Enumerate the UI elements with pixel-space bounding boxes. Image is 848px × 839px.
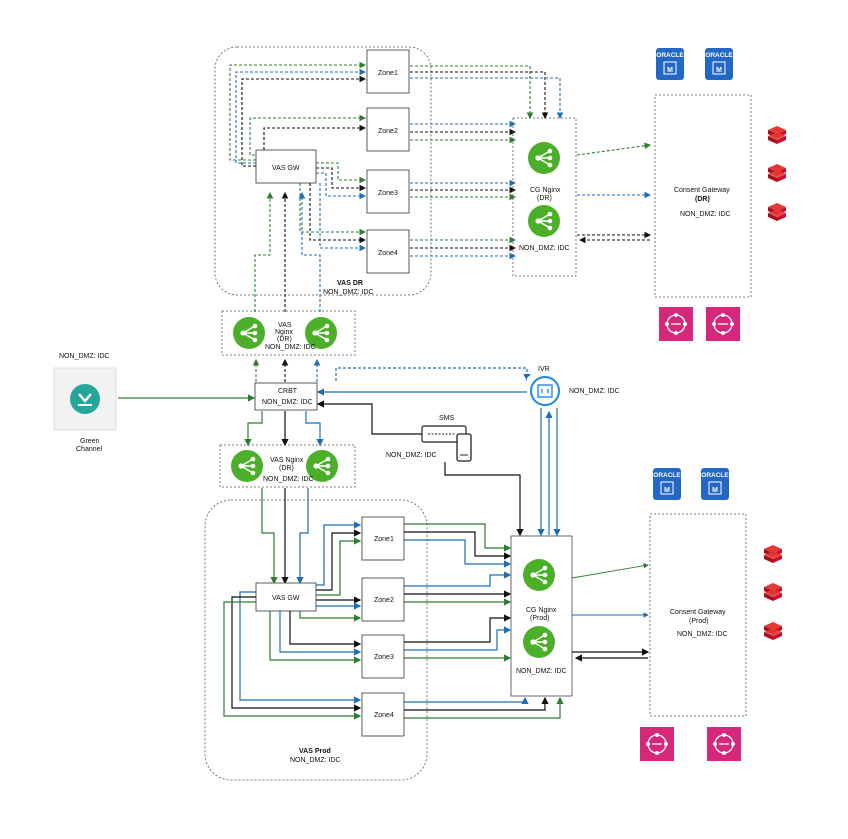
dr-cg-nginx-sub: NON_DMZ: IDC [519, 245, 570, 252]
prod-cg-nginx-label-1: CG Nginx [526, 607, 557, 614]
ivr-label: IVR [538, 366, 550, 373]
prod-zone3-label: Zone3 [374, 654, 394, 661]
prod-cg-nginx-icon-1 [522, 558, 556, 592]
prod-consent-label-2: (Prod) [689, 618, 708, 625]
prod-pink-icon-1 [639, 726, 675, 762]
vas-nginx-dr-label-3: (DR) [277, 336, 292, 343]
dr-connectors [229, 61, 652, 382]
vas-nginx-prod-sub: NON_DMZ: IDC [263, 476, 314, 483]
dr-zone3-box [366, 169, 410, 214]
vas-nginx-dr-icon-1 [232, 316, 266, 350]
vas-dr-region [214, 46, 432, 296]
prod-cg-nginx-label-2: (Prod) [530, 615, 549, 622]
dr-redis-icon-3 [768, 203, 786, 221]
green-channel-top-label: NON_DMZ: IDC [59, 353, 110, 360]
vas-prod-region [204, 499, 428, 781]
vas-dr-region-sub: NON_DMZ: IDC [323, 289, 374, 296]
dr-consent-label-1: Consent Gateway [674, 187, 730, 194]
ivr-icon [527, 376, 563, 406]
dr-consent-label-2: (DR) [695, 196, 710, 203]
prod-zone3-box [361, 634, 405, 679]
sms-icon [421, 425, 472, 462]
ivr-sub: NON_DMZ: IDC [569, 388, 620, 395]
vas-nginx-prod-label-2: (DR) [279, 465, 294, 472]
dr-pink-icon-2 [705, 306, 741, 342]
dr-oracle-icon-2 [704, 47, 734, 81]
dr-consent-gateway-box [654, 94, 752, 298]
dr-redis-icon-2 [768, 164, 786, 182]
dr-zone3-label: Zone3 [378, 190, 398, 197]
dr-zone2-box [366, 107, 410, 152]
prod-zone4-label: Zone4 [374, 712, 394, 719]
vas-dr-region-title: VAS DR [337, 280, 363, 287]
green-channel-icon [70, 384, 100, 414]
prod-pink-icon-2 [706, 726, 742, 762]
dr-cg-nginx-label-1: CG Nginx [530, 187, 561, 194]
vas-nginx-dr-sub: NON_DMZ: IDC [265, 344, 316, 351]
green-channel-label-1: Green [80, 438, 100, 445]
dr-zone1-label: Zone1 [378, 70, 398, 77]
dr-cg-nginx-icon-2 [527, 204, 561, 238]
prod-connectors [223, 488, 650, 720]
prod-consent-label-1: Consent Gateway [670, 609, 726, 616]
green-channel-label-2: Channel [76, 446, 103, 453]
prod-zone2-box [361, 577, 405, 622]
prod-oracle-icon-2 [700, 467, 730, 501]
sms-sub: NON_DMZ: IDC [386, 452, 437, 459]
center-connectors [118, 367, 561, 537]
prod-cg-nginx-sub: NON_DMZ: IDC [516, 668, 567, 675]
vas-nginx-dr-label-2: Nginx [275, 329, 293, 336]
dr-cg-nginx-label-2: (DR) [537, 195, 552, 202]
prod-redis-icon-3 [764, 622, 782, 640]
dr-redis-icon-1 [768, 126, 786, 144]
vas-nginx-prod-icon-1 [230, 449, 264, 483]
prod-zone1-box [361, 516, 405, 561]
vas-nginx-dr-box [221, 310, 356, 356]
prod-zone1-label: Zone1 [374, 536, 394, 543]
dr-zone2-label: Zone2 [378, 128, 398, 135]
prod-redis-icon-2 [764, 583, 782, 601]
prod-cg-nginx-icon-2 [522, 625, 556, 659]
prod-oracle-icon-1 [652, 467, 682, 501]
vas-nginx-prod-box [219, 444, 356, 488]
prod-zone2-label: Zone2 [374, 597, 394, 604]
vas-nginx-dr-label-1: VAS [278, 322, 292, 329]
dr-zone4-box [366, 229, 410, 274]
dr-zone4-label: Zone4 [378, 250, 398, 257]
prod-consent-gateway-box [649, 513, 747, 717]
vas-nginx-prod-label-1: VAS Nginx [270, 457, 304, 464]
prod-zone4-box [361, 692, 405, 737]
vas-prod-region-title: VAS Prod [299, 748, 331, 755]
dr-consent-sub: NON_DMZ: IDC [680, 211, 731, 218]
dr-zone1-box [366, 49, 410, 94]
vas-prod-region-sub: NON_DMZ: IDC [290, 757, 341, 764]
crbt-box [254, 382, 318, 411]
dr-vas-gw-label: VAS GW [272, 165, 300, 172]
dr-oracle-icon-1 [655, 47, 685, 81]
dr-cg-nginx-box [512, 117, 577, 277]
dr-cg-nginx-icon-1 [527, 141, 561, 175]
prod-vas-gw-label: VAS GW [272, 595, 300, 602]
dr-pink-icon-1 [658, 306, 694, 342]
crbt-sub: NON_DMZ: IDC [262, 399, 313, 406]
crbt-label: CRBT [278, 388, 298, 395]
prod-redis-icon-1 [764, 545, 782, 563]
dr-vas-gw-box [255, 149, 317, 184]
prod-consent-sub: NON_DMZ: IDC [677, 631, 728, 638]
sms-label: SMS [439, 415, 455, 422]
prod-vas-gw-box [255, 582, 317, 612]
